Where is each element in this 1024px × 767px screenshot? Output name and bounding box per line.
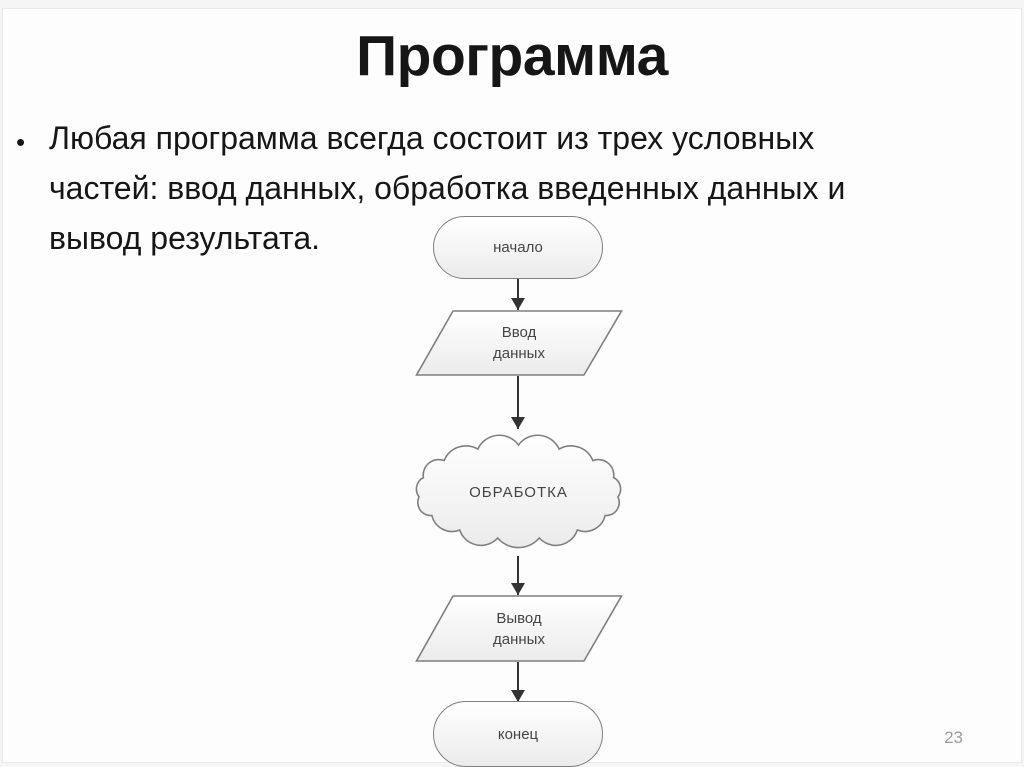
node-label: конец — [497, 725, 539, 743]
bullet-marker: • — [16, 127, 26, 157]
node-label: начало — [493, 239, 543, 256]
node-label: Ввод данных — [493, 324, 545, 362]
bullet-text: Любая программа всегда состоит из трех у… — [49, 113, 996, 263]
flow-arrow-output-to-end — [517, 662, 519, 702]
page-title: Программа — [356, 24, 668, 88]
node-label: Вывод данных — [493, 609, 545, 648]
flow-arrow-process-to-output — [517, 556, 519, 595]
parallelogram-shape — [415, 595, 623, 662]
flowchart-node-process: ОБРАБОТКА — [400, 428, 637, 556]
flow-arrow-input-to-process — [517, 376, 519, 429]
flowchart-node-end: конец — [433, 701, 603, 767]
flowchart-node-start: начало — [433, 216, 603, 279]
flowchart-node-output: Вывод данных — [415, 595, 623, 662]
bullet-line: частей: ввод данных, обработка введенных… — [49, 170, 846, 206]
presentation-slide: Программа • Любая программа всегда состо… — [2, 8, 1022, 767]
bullet-item: • Любая программа всегда состоит из трех… — [16, 113, 996, 263]
parallelogram-shape — [415, 310, 623, 376]
bullet-line: Любая программа всегда состоит из трех у… — [49, 120, 815, 156]
node-label: ОБРАБОТКА — [469, 483, 568, 501]
page-number: 23 — [944, 728, 963, 747]
bullet-line: вывод результата. — [49, 220, 321, 256]
flowchart-node-input: Ввод данных — [415, 310, 623, 376]
flow-arrow-start-to-input — [517, 279, 519, 310]
cloud-shape — [415, 434, 622, 549]
